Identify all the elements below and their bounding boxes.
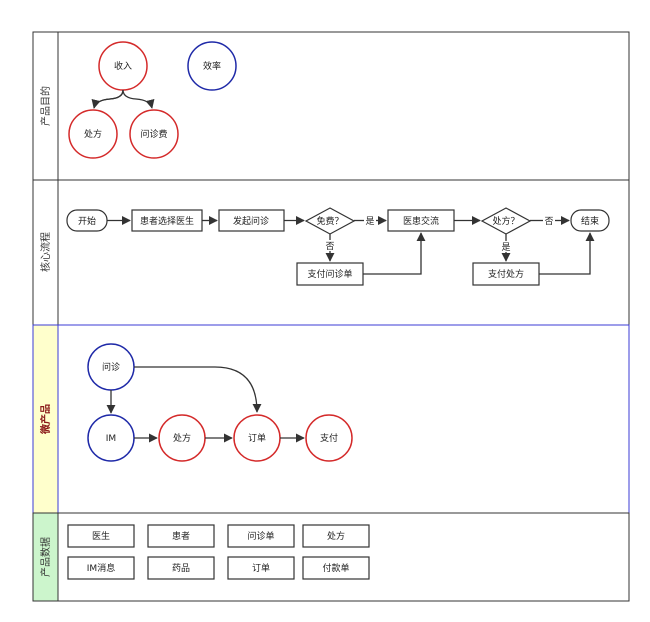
micro-im-label: IM [106, 434, 116, 444]
data-item-order: 订单 [227, 556, 295, 580]
prescription-check-label: 处方？ [492, 215, 519, 227]
data-item-patient: 患者 [147, 524, 215, 548]
prescription-no-label: 否 [544, 216, 553, 227]
prescription-yes-label: 是 [501, 242, 510, 253]
lane-flow: 核心流程 开始 患者选择医生 发起问诊 免费？ 医患交流 处方？ 结束 [32, 179, 630, 326]
efficiency-circle: 效率 [187, 41, 237, 91]
lane-purpose-title: 产品目的 [39, 86, 52, 126]
free-yes-label: 是 [365, 216, 374, 227]
data-item-label: IM消息 [87, 562, 115, 574]
lane-data-title: 产品数据 [39, 537, 52, 577]
consult-fee-circle: 问诊费 [129, 109, 179, 159]
free-no-label: 否 [325, 241, 334, 252]
data-item-payment-order: 付款单 [302, 556, 370, 580]
lane-data: 产品数据 医生 患者 问诊单 处方 IM消息 药品 订单 [32, 512, 630, 602]
micro-pay-circle: 支付 [305, 414, 353, 462]
micro-order-label: 订单 [248, 432, 266, 444]
flow-arrows [107, 215, 595, 275]
data-item-label: 处方 [327, 530, 345, 542]
lane-micro-title: 微产品 [39, 404, 52, 435]
data-item-label: 问诊单 [247, 530, 274, 542]
data-item-medicine: 药品 [147, 556, 215, 580]
start-node: 开始 [66, 209, 108, 232]
prescription-check-diamond: 处方？ [480, 207, 532, 235]
efficiency-label: 效率 [203, 60, 221, 72]
data-item-label: 患者 [172, 530, 190, 542]
data-item-label: 订单 [252, 562, 270, 574]
micro-prescription-circle: 处方 [158, 414, 206, 462]
data-item-doctor: 医生 [67, 524, 135, 548]
doc-patient-talk-label: 医患交流 [403, 215, 439, 227]
data-item-consult-order: 问诊单 [227, 524, 295, 548]
pay-prescription-node: 支付处方 [472, 262, 540, 286]
micro-consult-circle: 问诊 [87, 343, 135, 391]
micro-pay-label: 支付 [320, 432, 338, 444]
prescription-goal-label: 处方 [84, 128, 102, 140]
consult-fee-label: 问诊费 [140, 128, 167, 140]
pay-consult-order-node: 支付问诊单 [296, 262, 364, 286]
income-circle: 收入 [98, 41, 148, 91]
lane-flow-title: 核心流程 [39, 232, 52, 272]
data-item-label: 医生 [92, 530, 110, 542]
micro-order-circle: 订单 [233, 414, 281, 462]
start-label: 开始 [78, 215, 96, 227]
free-check-label: 免费？ [316, 215, 343, 227]
micro-consult-label: 问诊 [102, 361, 120, 373]
lane-purpose: 产品目的 收入 效率 处方 问诊费 [32, 31, 630, 181]
pay-consult-order-label: 支付问诊单 [307, 268, 352, 280]
income-label: 收入 [114, 60, 132, 72]
choose-doctor-label: 患者选择医生 [140, 215, 194, 227]
data-item-im-message: IM消息 [67, 556, 135, 580]
start-consult-label: 发起问诊 [233, 215, 269, 227]
micro-arrows [106, 366, 305, 443]
data-item-label: 药品 [172, 563, 190, 574]
micro-prescription-label: 处方 [173, 432, 191, 444]
doc-patient-talk-node: 医患交流 [387, 209, 455, 232]
pay-prescription-label: 支付处方 [488, 268, 524, 280]
choose-doctor-node: 患者选择医生 [131, 209, 203, 232]
free-check-diamond: 免费？ [304, 207, 356, 235]
micro-im-circle: IM [87, 414, 135, 462]
end-node: 结束 [570, 209, 610, 232]
lane-micro: 微产品 问诊 IM 处方 订单 支付 [32, 324, 630, 514]
data-item-label: 付款单 [322, 562, 349, 574]
data-item-prescription: 处方 [302, 524, 370, 548]
start-consult-node: 发起问诊 [218, 209, 285, 232]
prescription-goal-circle: 处方 [68, 109, 118, 159]
end-label: 结束 [581, 215, 599, 227]
